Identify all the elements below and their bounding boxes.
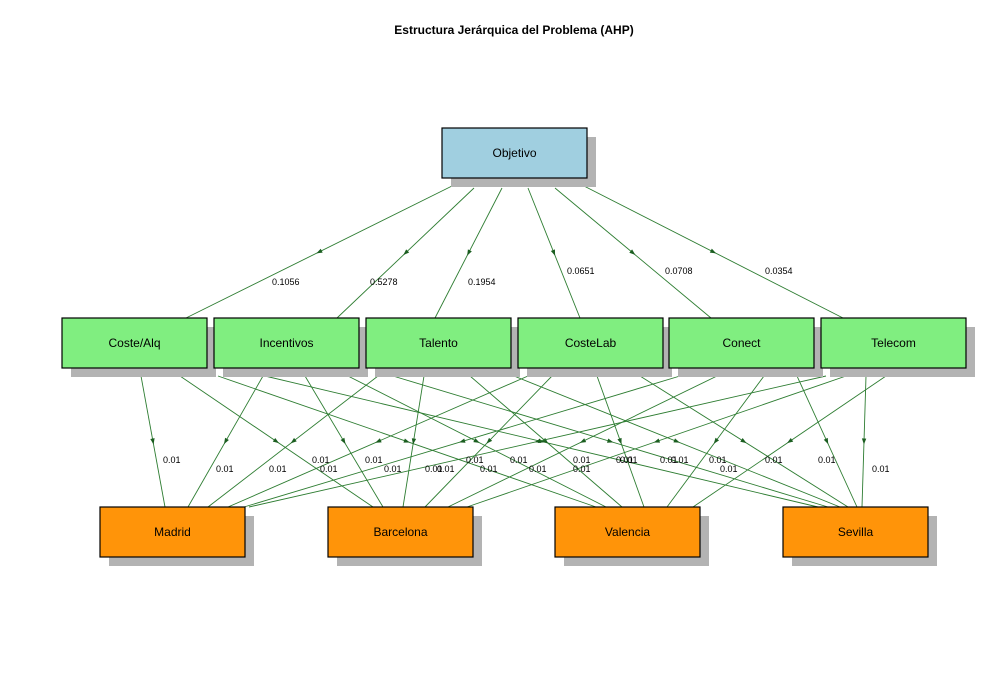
edge-weight-label: 0.01 (720, 464, 738, 474)
node-label: Objetivo (492, 146, 536, 160)
edge-weight-label: 0.01 (573, 464, 591, 474)
node-label: Talento (419, 336, 458, 350)
edge-arrowhead (861, 438, 867, 445)
node-box (820, 317, 967, 369)
edge-arrowhead (823, 437, 829, 445)
edge-arrowhead (629, 249, 636, 255)
edge-weight-label: 0.01 (765, 455, 783, 465)
edge-weight-label: 0.0354 (765, 266, 793, 276)
edge-arrowhead (550, 249, 556, 256)
edge-arrowhead (542, 437, 549, 444)
edge-arrowhead (713, 437, 720, 444)
weight-labels-layer: 0.1056 0.5278 0.1954 0.0651 0.0708 0.0354 0.01… (163, 266, 890, 474)
edge-arrowhead (467, 249, 472, 256)
edge-arrowhead (459, 438, 466, 443)
edge-arrowhead (224, 437, 229, 445)
edge-weight-label: 0.01 (818, 455, 836, 465)
edge-arrowhead (606, 438, 614, 443)
edge-arrowhead (673, 438, 680, 443)
node-label: Telecom (871, 336, 916, 350)
edge-weight-label: 0.01 (320, 464, 338, 474)
edge-arrowhead (150, 438, 155, 445)
edge-weight-label: 0.01 (312, 455, 330, 465)
node-box (782, 506, 929, 558)
node-talento: Talento (365, 317, 520, 377)
edge-weight-label: 0.01 (660, 455, 678, 465)
edge-arrowhead (272, 437, 279, 444)
edge-weight-label: 0.01 (573, 455, 591, 465)
edge-weight-label: 0.5278 (370, 277, 398, 287)
node-label: CosteLab (565, 336, 617, 350)
node-label: Conect (722, 336, 761, 350)
node-label: Madrid (154, 525, 191, 539)
node-box (365, 317, 512, 369)
edge-weight-label: 0.1954 (468, 277, 496, 287)
edge-weight-label: 0.01 (466, 455, 484, 465)
edge-weight-label: 0.0708 (665, 266, 693, 276)
edge-arrowhead (340, 437, 346, 445)
node-conect: Conect (668, 317, 823, 377)
edge-arrowhead (617, 437, 622, 445)
node-costelab: CosteLab (517, 317, 672, 377)
edge-arrowhead (653, 438, 661, 443)
node-label: Coste/Alq (108, 336, 160, 350)
node-coste-alq: Coste/Alq (61, 317, 216, 377)
node-sevilla: Sevilla (782, 506, 937, 566)
edge-weight-label: 0.01 (620, 455, 638, 465)
edge-weight-label: 0.01 (365, 455, 383, 465)
edge-weight-label: 0.01 (872, 464, 890, 474)
node-label: Sevilla (838, 525, 874, 539)
edge-arrowhead (787, 437, 794, 444)
edge-weight-label: 0.01 (384, 464, 402, 474)
node-box (213, 317, 360, 369)
edge-weight-label: 0.01 (616, 455, 634, 465)
edge-weight-label: 0.1056 (272, 277, 300, 287)
edge-arrowhead (740, 438, 747, 444)
edge-arrowhead (473, 438, 480, 443)
node-box (61, 317, 208, 369)
edge-weight-label: 0.01 (425, 464, 443, 474)
edge-arrowhead (534, 438, 541, 443)
node-label: Valencia (605, 525, 650, 539)
edge-weight-label: 0.01 (163, 455, 181, 465)
node-box (554, 506, 701, 558)
node-box (327, 506, 474, 558)
edge-weight-label: 0.01 (437, 464, 455, 474)
edge-weight-label: 0.01 (529, 464, 547, 474)
edge-arrowhead (709, 248, 717, 254)
edge-weight-label: 0.01 (510, 455, 528, 465)
node-box (668, 317, 815, 369)
node-box (517, 317, 664, 369)
edge-weight-label: 0.0651 (567, 266, 595, 276)
node-label: Incentivos (259, 336, 313, 350)
edge-arrowhead (486, 437, 493, 444)
edge-weight-label: 0.01 (216, 464, 234, 474)
node-madrid: Madrid (99, 506, 254, 566)
node-box (441, 127, 588, 179)
edge-arrowhead (316, 248, 323, 254)
node-telecom: Telecom (820, 317, 975, 377)
edge-weight-label: 0.01 (671, 455, 689, 465)
edge-arrowhead (290, 437, 297, 444)
node-objetivo: Objetivo (441, 127, 596, 187)
edge-weight-label: 0.01 (269, 464, 287, 474)
edge-arrowhead (579, 438, 587, 443)
node-incentivos: Incentivos (213, 317, 368, 377)
node-box (99, 506, 246, 558)
node-label: Barcelona (373, 525, 427, 539)
edge-arrowhead (411, 438, 417, 445)
diagram-title: Estructura Jerárquica del Problema (AHP) (394, 23, 633, 37)
node-valencia: Valencia (554, 506, 709, 566)
edge-arrowhead (403, 249, 410, 256)
edge-arrowhead (403, 438, 410, 443)
edge-weight-label: 0.01 (480, 464, 498, 474)
edge-weight-label: 0.01 (709, 455, 727, 465)
edges-layer (140, 185, 887, 508)
edge-arrowhead (375, 438, 382, 443)
node-barcelona: Barcelona (327, 506, 482, 566)
